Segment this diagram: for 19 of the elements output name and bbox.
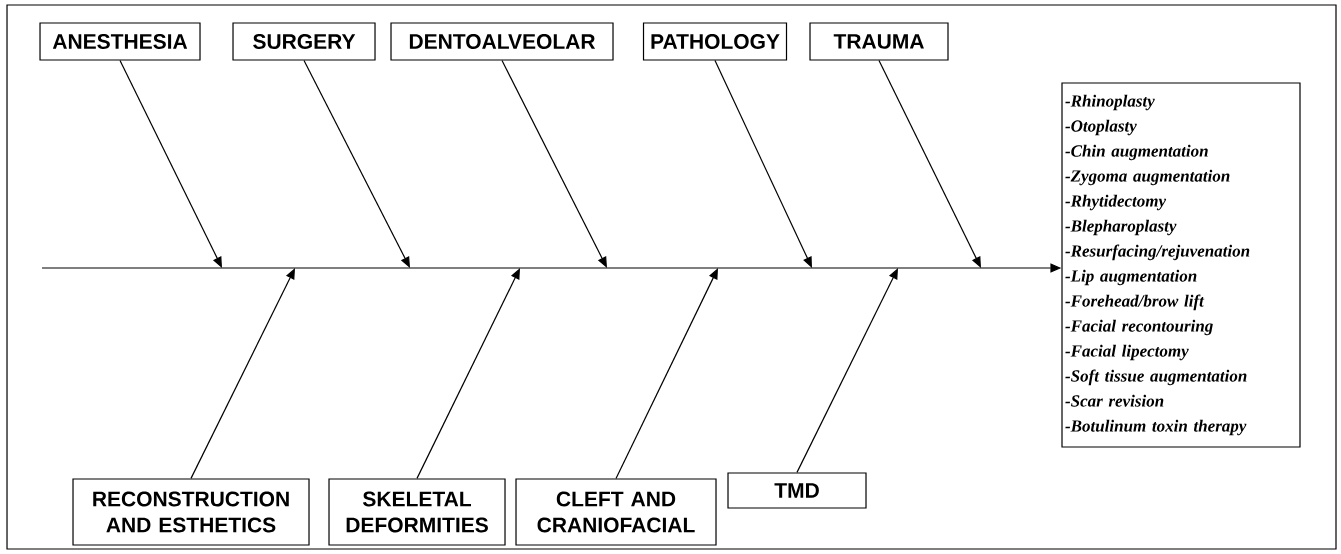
arrow <box>878 60 981 268</box>
arrow <box>714 60 812 268</box>
arrow <box>190 268 295 479</box>
category-box: RECONSTRUCTION AND ESTHETICS <box>72 478 310 546</box>
category-box: CLEFT AND CRANIOFACIAL <box>515 478 717 546</box>
category-box: SURGERY <box>232 22 376 61</box>
arrow <box>615 268 718 479</box>
arrow <box>119 60 222 268</box>
category-box: TMD <box>727 472 867 509</box>
category-box: PATHOLOGY <box>642 22 788 61</box>
arrow <box>303 60 410 268</box>
category-box: DENTOALVEOLAR <box>390 22 614 61</box>
category-box: TRAUMA <box>809 22 949 61</box>
list-box: -Rhinoplasty -Otoplasty -Chin augmentation -Zygoma augmentation -Rhytidectomy -Blepharoplasty -Resurfacing/rejuvenation -Lip augmentation -Forehead/brow lift -Facial recontouring -Facial lipectomy -Soft tissue augmentation -Scar revision -Botulinum toxin therapy <box>1061 82 1301 448</box>
category-box: SKELETAL DEFORMITIES <box>328 478 506 546</box>
category-box: ANESTHESIA <box>39 22 201 61</box>
arrow <box>796 268 898 473</box>
arrow <box>416 268 520 479</box>
arrow <box>501 60 607 268</box>
